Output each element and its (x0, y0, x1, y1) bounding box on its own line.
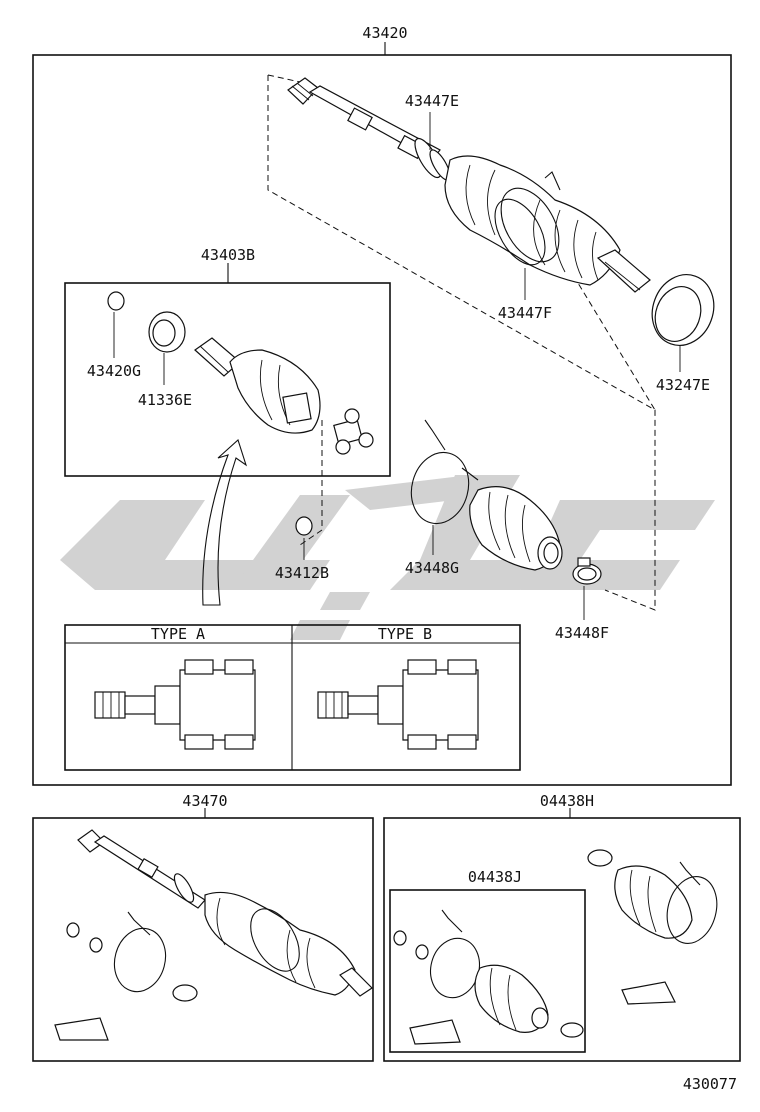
label-43403B: 43403B (201, 246, 255, 264)
label-43470: 43470 (182, 792, 227, 810)
assembly-43470-frame (32, 817, 374, 1062)
seal-43247E (651, 274, 715, 346)
label-43247E: 43247E (656, 376, 710, 394)
label-41336E: 41336E (138, 391, 192, 409)
type-a-label: TYPE A (151, 625, 205, 643)
snap-ring-small-b (89, 937, 103, 953)
arrow-types-to-kit (202, 439, 248, 606)
snap-ring-43420G (107, 291, 125, 311)
tripod-joint (333, 408, 374, 455)
drive-shaft-lower (77, 829, 373, 997)
clamp-lower (172, 984, 198, 1002)
boot-kit-inner (393, 909, 584, 1045)
label-43447E: 43447E (405, 92, 459, 110)
label-43448F: 43448F (555, 624, 609, 642)
type-b-label: TYPE B (378, 625, 432, 643)
boot-43448G (410, 419, 563, 571)
label-43412B: 43412B (275, 564, 329, 582)
drive-shaft-upper (287, 77, 651, 293)
watermark-logo (60, 475, 715, 640)
assembly-43420-frame (32, 54, 732, 786)
kit-04438J-frame (389, 889, 586, 1053)
label-43448G: 43448G (405, 559, 459, 577)
snap-ring-small-a (66, 922, 80, 938)
label-43420: 43420 (362, 24, 407, 42)
label-43447F: 43447F (498, 304, 552, 322)
type-b-joint (317, 659, 479, 750)
kit-04438H-frame (383, 817, 741, 1062)
type-a-joint (94, 659, 256, 750)
snap-ring-43412B (295, 516, 313, 536)
label-04438H: 04438H (540, 792, 594, 810)
diagram-number: 430077 (683, 1075, 737, 1093)
boot-kit-outer (587, 849, 718, 1005)
label-43420G: 43420G (87, 362, 141, 380)
grease-pack-lower (54, 1017, 109, 1041)
boot-band-lower (113, 927, 167, 993)
clamp-43448F (572, 557, 602, 585)
ring-41336E (148, 311, 186, 353)
label-04438J: 04438J (468, 868, 522, 886)
inner-joint-housing (194, 337, 321, 434)
